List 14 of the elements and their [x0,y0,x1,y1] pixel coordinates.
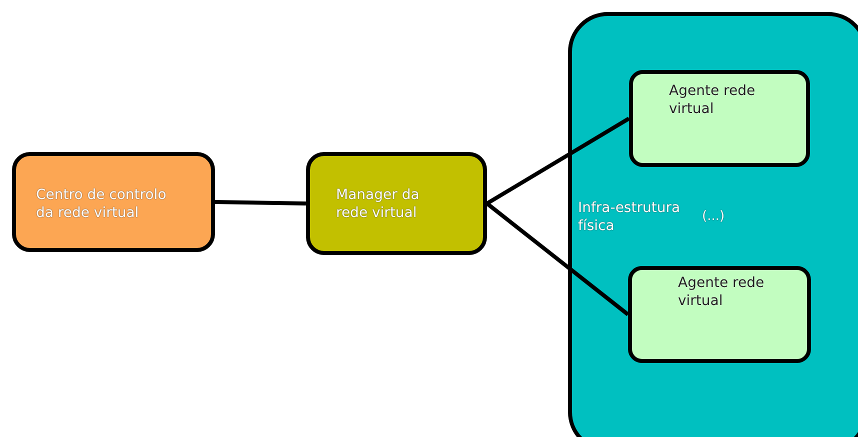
node-label: Agente rede virtual [678,274,766,310]
process-box [12,152,215,252]
process-box [629,70,810,167]
connector-line [486,202,630,316]
node-label: Agente rede virtual [669,82,756,118]
node-label: Manager da rede virtual [336,186,420,222]
node-label: Centro de controlo da rede virtual [36,186,168,222]
region-label: Infra-estrutura física [578,199,682,235]
region-box [568,12,858,437]
process-box [628,266,811,363]
connector-line [486,116,630,206]
ellipsis-note: (...) [702,209,725,224]
process-box [306,152,487,255]
connector-line [214,200,306,206]
